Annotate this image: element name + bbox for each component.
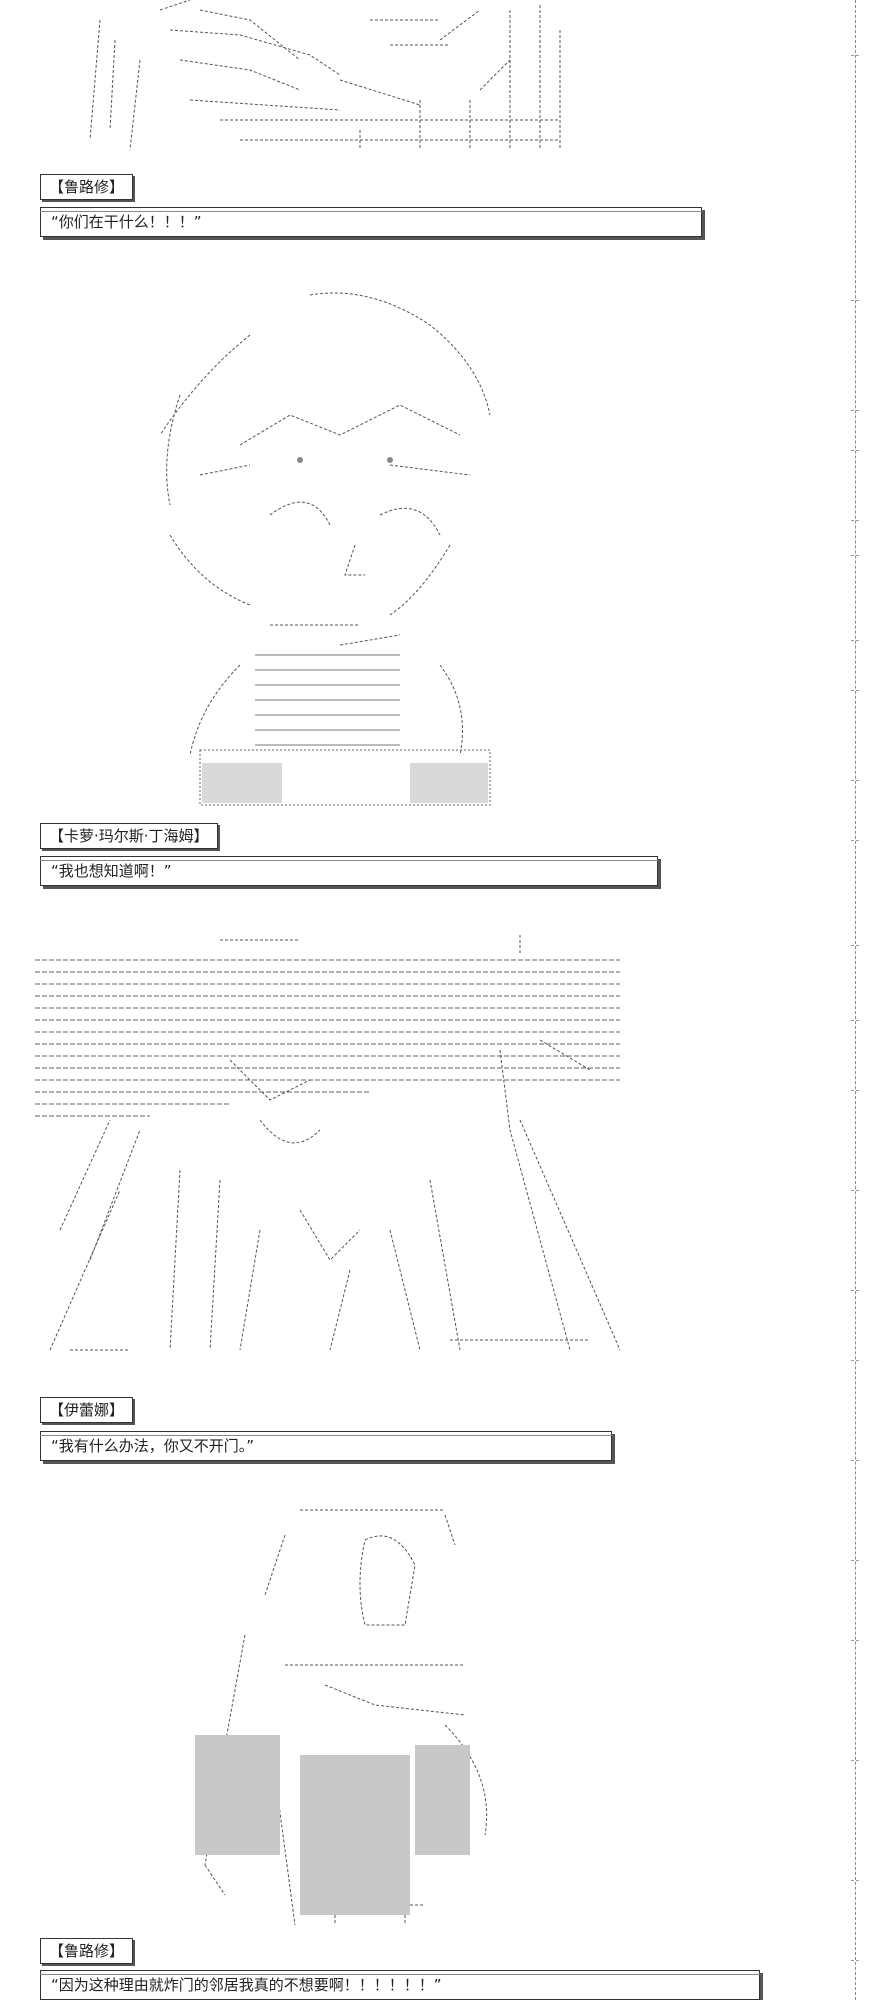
speech-text: “我有什么办法，你又不开门。” bbox=[51, 1437, 255, 1455]
edge-tick-mark bbox=[851, 1360, 859, 1361]
edge-tick-mark bbox=[851, 640, 859, 641]
edge-tick-mark bbox=[851, 1460, 859, 1461]
edge-tick-mark bbox=[851, 520, 859, 521]
ascii-art-explosion-scene bbox=[30, 930, 640, 1390]
speech-text: “我也想知道啊！” bbox=[51, 862, 172, 880]
speech-text: “因为这种理由就炸门的邻居我真的不想要啊！！！！！！” bbox=[51, 1976, 442, 1994]
page-edge-dashed-line bbox=[855, 0, 856, 2000]
edge-tick-mark bbox=[851, 450, 859, 451]
edge-tick-mark bbox=[851, 1190, 859, 1191]
speaker-tag: 【鲁路修】 bbox=[40, 1938, 134, 1964]
edge-tick-mark bbox=[851, 300, 859, 301]
edge-tick-mark bbox=[851, 945, 859, 946]
speech-box: “因为这种理由就炸门的邻居我真的不想要啊！！！！！！” bbox=[40, 1970, 760, 2000]
edge-tick-mark bbox=[851, 1880, 859, 1881]
speaker-tag: 【伊蕾娜】 bbox=[40, 1397, 134, 1423]
speech-box: “你们在干什么！！！” bbox=[40, 207, 702, 237]
ascii-art-scene-1 bbox=[40, 0, 580, 160]
edge-tick-mark bbox=[851, 690, 859, 691]
edge-tick-mark bbox=[851, 840, 859, 841]
ascii-art-character-back bbox=[165, 1505, 505, 1930]
speaker-name: 【鲁路修】 bbox=[49, 178, 125, 196]
speaker-name: 【鲁路修】 bbox=[49, 1942, 125, 1960]
ascii-art-character-face bbox=[140, 285, 550, 810]
speech-text: “你们在干什么！！！” bbox=[51, 213, 202, 231]
edge-tick-mark bbox=[851, 1960, 859, 1961]
speaker-tag: 【卡萝·玛尔斯·丁海姆】 bbox=[40, 823, 218, 849]
speech-box: “我有什么办法，你又不开门。” bbox=[40, 1431, 612, 1461]
edge-tick-mark bbox=[851, 1290, 859, 1291]
edge-tick-mark bbox=[851, 1090, 859, 1091]
speaker-name: 【卡萝·玛尔斯·丁海姆】 bbox=[49, 827, 209, 845]
edge-tick-mark bbox=[851, 1640, 859, 1641]
edge-tick-mark bbox=[851, 410, 859, 411]
edge-tick-mark bbox=[851, 1760, 859, 1761]
edge-tick-mark bbox=[851, 780, 859, 781]
edge-tick-mark bbox=[851, 1020, 859, 1021]
speech-box: “我也想知道啊！” bbox=[40, 856, 658, 886]
speaker-name: 【伊蕾娜】 bbox=[49, 1401, 125, 1419]
edge-tick-mark bbox=[851, 555, 859, 556]
speaker-tag: 【鲁路修】 bbox=[40, 174, 134, 200]
edge-tick-mark bbox=[851, 1560, 859, 1561]
edge-tick-mark bbox=[851, 55, 859, 56]
